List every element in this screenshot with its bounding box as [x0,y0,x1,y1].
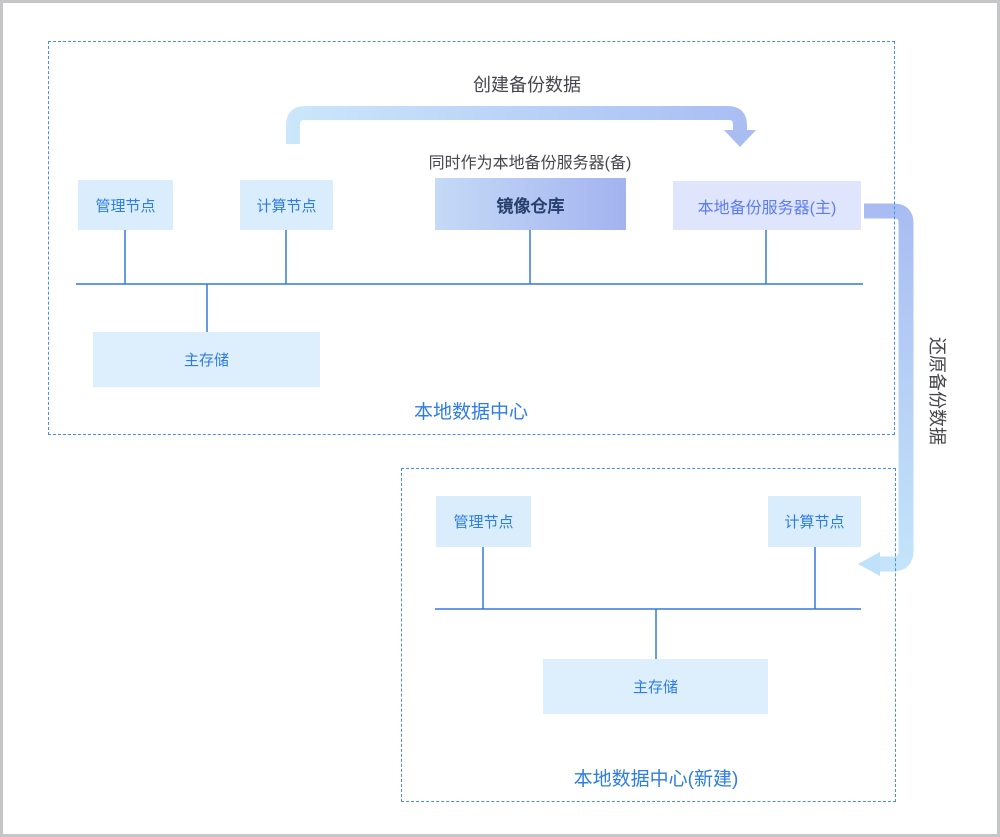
create-backup-label: 创建备份数据 [473,75,581,95]
top-compute-node: 计算节点 [240,180,333,230]
local-datacenter-box [48,41,895,435]
bottom-mgmt-node: 管理节点 [436,496,531,547]
top-network-lines [76,230,863,332]
connector-layer [76,106,914,659]
restore-backup-label: 还原备份数据 [927,337,947,445]
bottom-compute-node: 计算节点 [768,496,861,547]
local-datacenter-label: 本地数据中心 [413,402,529,423]
new-local-datacenter-label: 本地数据中心(新建) [573,769,739,790]
top-mgmt-node: 管理节点 [78,180,173,230]
create-backup-arrow [286,106,756,147]
local-backup-server-node: 本地备份服务器(主) [673,181,861,230]
restore-backup-arrow [858,203,914,576]
bottom-primary-storage-node: 主存储 [543,659,768,714]
top-primary-storage-node: 主存储 [93,332,320,387]
mirror-standby-note: 同时作为本地备份服务器(备) [428,155,632,172]
bottom-network-lines [435,547,861,659]
new-local-datacenter-box [401,468,896,802]
mirror-repository-node: 镜像仓库 [435,178,626,230]
